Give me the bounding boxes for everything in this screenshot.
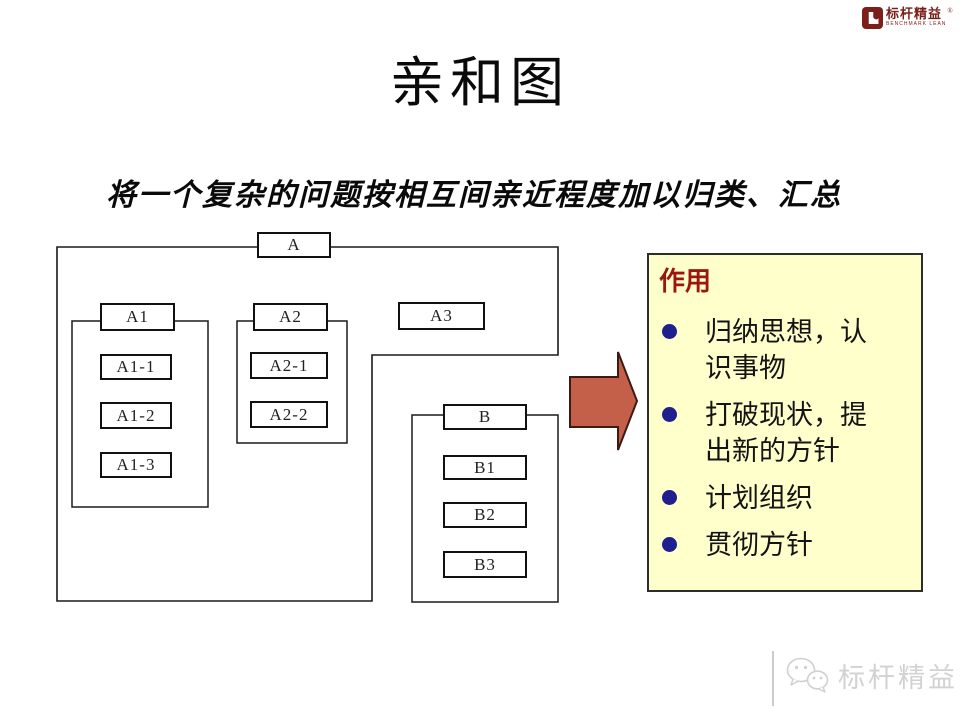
list-item: 计划组织	[649, 480, 921, 516]
group-A-outer-container	[56, 246, 559, 602]
brand-tagline: BENCHMARK LEAN	[886, 21, 947, 27]
diagram-box-A2-1: A2-1	[250, 352, 328, 379]
panel-bullet-list: 归纳思想，认 识事物 打破现状，提 出新的方针 计划组织 贯彻方针	[649, 314, 921, 563]
bullet-text: 打破现状，提 出新的方针	[705, 400, 867, 466]
diagram-box-A1-2: A1-2	[100, 402, 172, 429]
logo-swoosh-icon	[868, 12, 879, 24]
diagram-box-B2: B2	[443, 502, 527, 528]
diagram-box-A1-1: A1-1	[100, 354, 172, 380]
list-item: 贯彻方针	[649, 527, 921, 563]
watermark: 标杆精益	[784, 654, 958, 696]
bullet-text: 归纳思想，认 识事物	[705, 317, 867, 383]
right-block-arrow-icon	[569, 351, 639, 451]
diagram-box-A2-2: A2-2	[250, 401, 328, 428]
page-title: 亲和图	[390, 53, 570, 113]
diagram-box-B1: B1	[443, 455, 527, 480]
bullet-text: 计划组织	[705, 483, 813, 513]
panel-heading: 作用	[659, 267, 712, 296]
subtitle-handwriting: 将一个复杂的问题按相互间亲近程度加以归类、汇总	[106, 178, 842, 213]
watermark-text: 标杆精益	[838, 662, 958, 693]
diagram-box-A: A	[257, 232, 331, 258]
bullet-dot-icon	[662, 490, 677, 505]
bullet-dot-icon	[662, 537, 677, 552]
watermark-divider	[772, 651, 774, 706]
list-item: 打破现状，提 出新的方针	[649, 397, 921, 469]
diagram-box-A1-3: A1-3	[100, 452, 172, 478]
registered-mark: ®	[947, 7, 953, 15]
benchmark-lean-logo-icon	[862, 7, 883, 29]
diagram-box-B3: B3	[443, 551, 527, 578]
wechat-icon	[786, 657, 829, 693]
bullet-dot-icon	[662, 324, 677, 339]
diagram-box-A1: A1	[100, 303, 175, 331]
effects-panel: 作用 归纳思想，认 识事物 打破现状，提 出新的方针 计划组织 贯彻方针	[647, 253, 923, 592]
diagram-box-A2: A2	[253, 303, 328, 331]
list-item: 归纳思想，认 识事物	[649, 314, 921, 386]
brand-text-block: 标杆精益 BENCHMARK LEAN	[886, 7, 946, 27]
bullet-text: 贯彻方针	[705, 530, 813, 560]
brand-logo: 标杆精益 BENCHMARK LEAN ®	[862, 7, 953, 29]
diagram-box-B: B	[443, 404, 527, 430]
bullet-dot-icon	[662, 407, 677, 422]
diagram-box-A3: A3	[398, 302, 485, 330]
brand-name: 标杆精益	[886, 6, 943, 21]
